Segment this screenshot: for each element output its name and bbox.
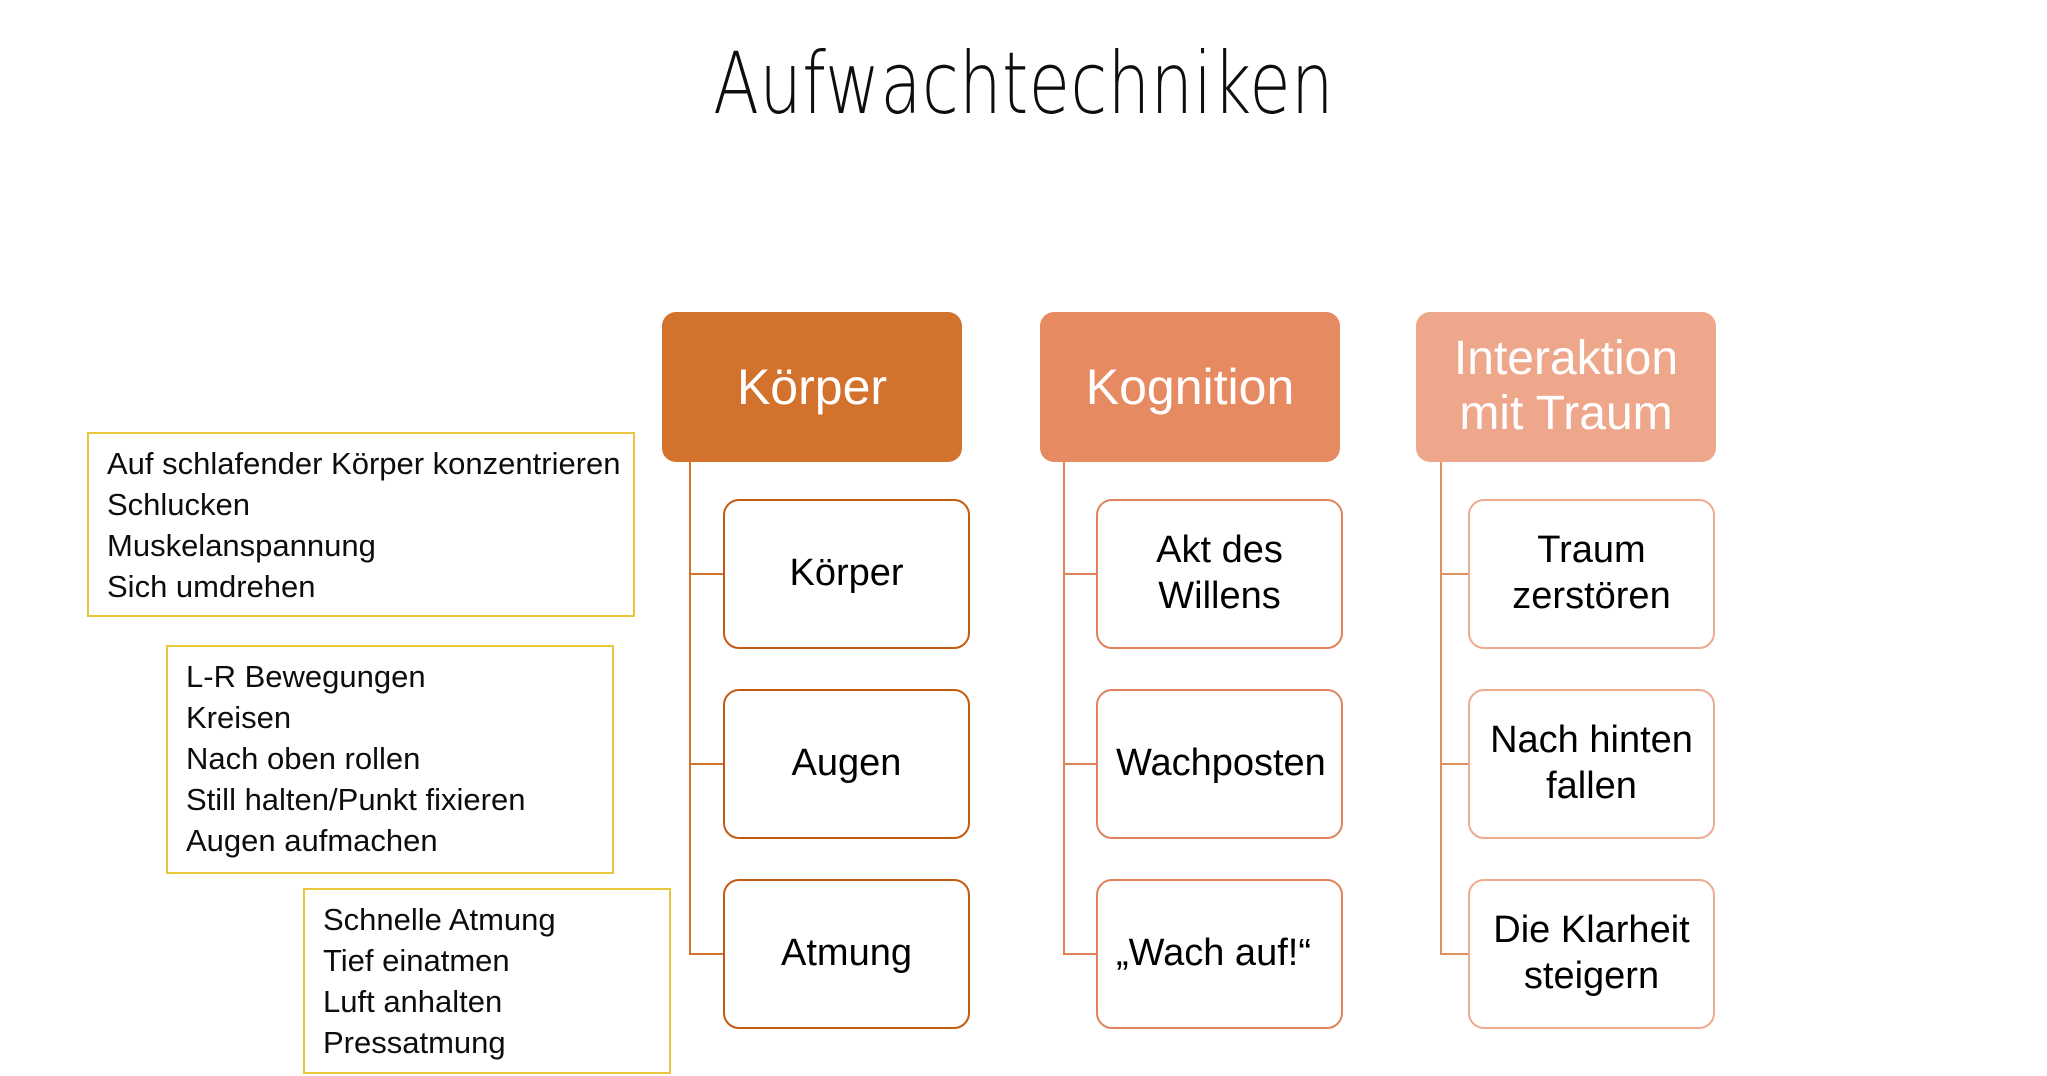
node-label: Atmung (781, 932, 912, 975)
node-koerper-koerper[interactable]: Körper (723, 499, 970, 649)
node-label: Körper (789, 552, 904, 595)
node-koerper-augen[interactable]: Augen (723, 689, 970, 839)
node-label: Wachposten (1116, 742, 1326, 785)
header-box-koerper[interactable]: Körper (662, 312, 962, 462)
node-koerper-atmung[interactable]: Atmung (723, 879, 970, 1029)
note-line: Nach oben rollen (186, 740, 421, 776)
note-line: Sich umdrehen (107, 568, 316, 604)
connector-stub-kognition-2 (1063, 763, 1098, 765)
connector-stub-koerper-3 (689, 953, 725, 955)
node-label: Die Klarheit steigern (1493, 909, 1690, 997)
connector-stub-interaktion-2 (1440, 763, 1470, 765)
connector-stub-interaktion-1 (1440, 573, 1470, 575)
note-line: Auf schlafender Körper konzentrieren (107, 446, 621, 481)
note-line: Pressatmung (323, 1024, 506, 1060)
node-label: Augen (791, 742, 902, 785)
note-line: Tief einatmen (323, 942, 510, 978)
note-line: L-R Bewegungen (186, 659, 426, 694)
connector-trunk-interaktion (1440, 462, 1442, 955)
note-line: Still halten/Punkt fixieren (186, 781, 526, 817)
note-line: Kreisen (186, 699, 292, 735)
node-label: Nach hinten fallen (1490, 719, 1693, 807)
header-label-kognition: Kognition (1085, 358, 1295, 415)
connector-stub-kognition-3 (1063, 953, 1098, 955)
header-label-koerper: Körper (736, 358, 888, 415)
note-box-atmung[interactable]: Schnelle Atmung Tief einatmen Luft anhal… (303, 888, 671, 1074)
note-line: Schlucken (107, 486, 251, 522)
connector-stub-interaktion-3 (1440, 953, 1470, 955)
node-interaktion-traum-zerstoeren[interactable]: Traum zerstören (1468, 499, 1715, 649)
connector-trunk-koerper (689, 462, 691, 955)
node-interaktion-die-klarheit-steigern[interactable]: Die Klarheit steigern (1468, 879, 1715, 1029)
connector-stub-koerper-2 (689, 763, 725, 765)
connector-stub-koerper-1 (689, 573, 725, 575)
node-interaktion-nach-hinten-fallen[interactable]: Nach hinten fallen (1468, 689, 1715, 839)
header-box-interaktion[interactable]: Interaktion mit Traum (1416, 312, 1716, 462)
note-box-augen[interactable]: L-R Bewegungen Kreisen Nach oben rollen … (166, 645, 614, 874)
node-kognition-wachposten[interactable]: Wachposten (1096, 689, 1343, 839)
node-label: „Wach auf!“ (1116, 932, 1311, 975)
note-line: Augen aufmachen (186, 822, 438, 858)
node-kognition-akt-des-willens[interactable]: Akt des Willens (1096, 499, 1343, 649)
note-box-koerper[interactable]: Auf schlafender Körper konzentrieren Sch… (87, 432, 635, 617)
page-title: Aufwachtechniken (713, 34, 1334, 134)
note-line: Muskelanspannung (107, 527, 376, 563)
connector-stub-kognition-1 (1063, 573, 1098, 575)
header-label-interaktion: Interaktion mit Traum (1453, 332, 1679, 440)
node-kognition-wach-auf[interactable]: „Wach auf!“ (1096, 879, 1343, 1029)
connector-trunk-kognition (1063, 462, 1065, 955)
node-label: Akt des Willens (1156, 529, 1283, 617)
note-line: Schnelle Atmung (323, 902, 556, 937)
node-label: Traum zerstören (1512, 529, 1671, 617)
header-box-kognition[interactable]: Kognition (1040, 312, 1340, 462)
note-line: Luft anhalten (323, 983, 503, 1019)
